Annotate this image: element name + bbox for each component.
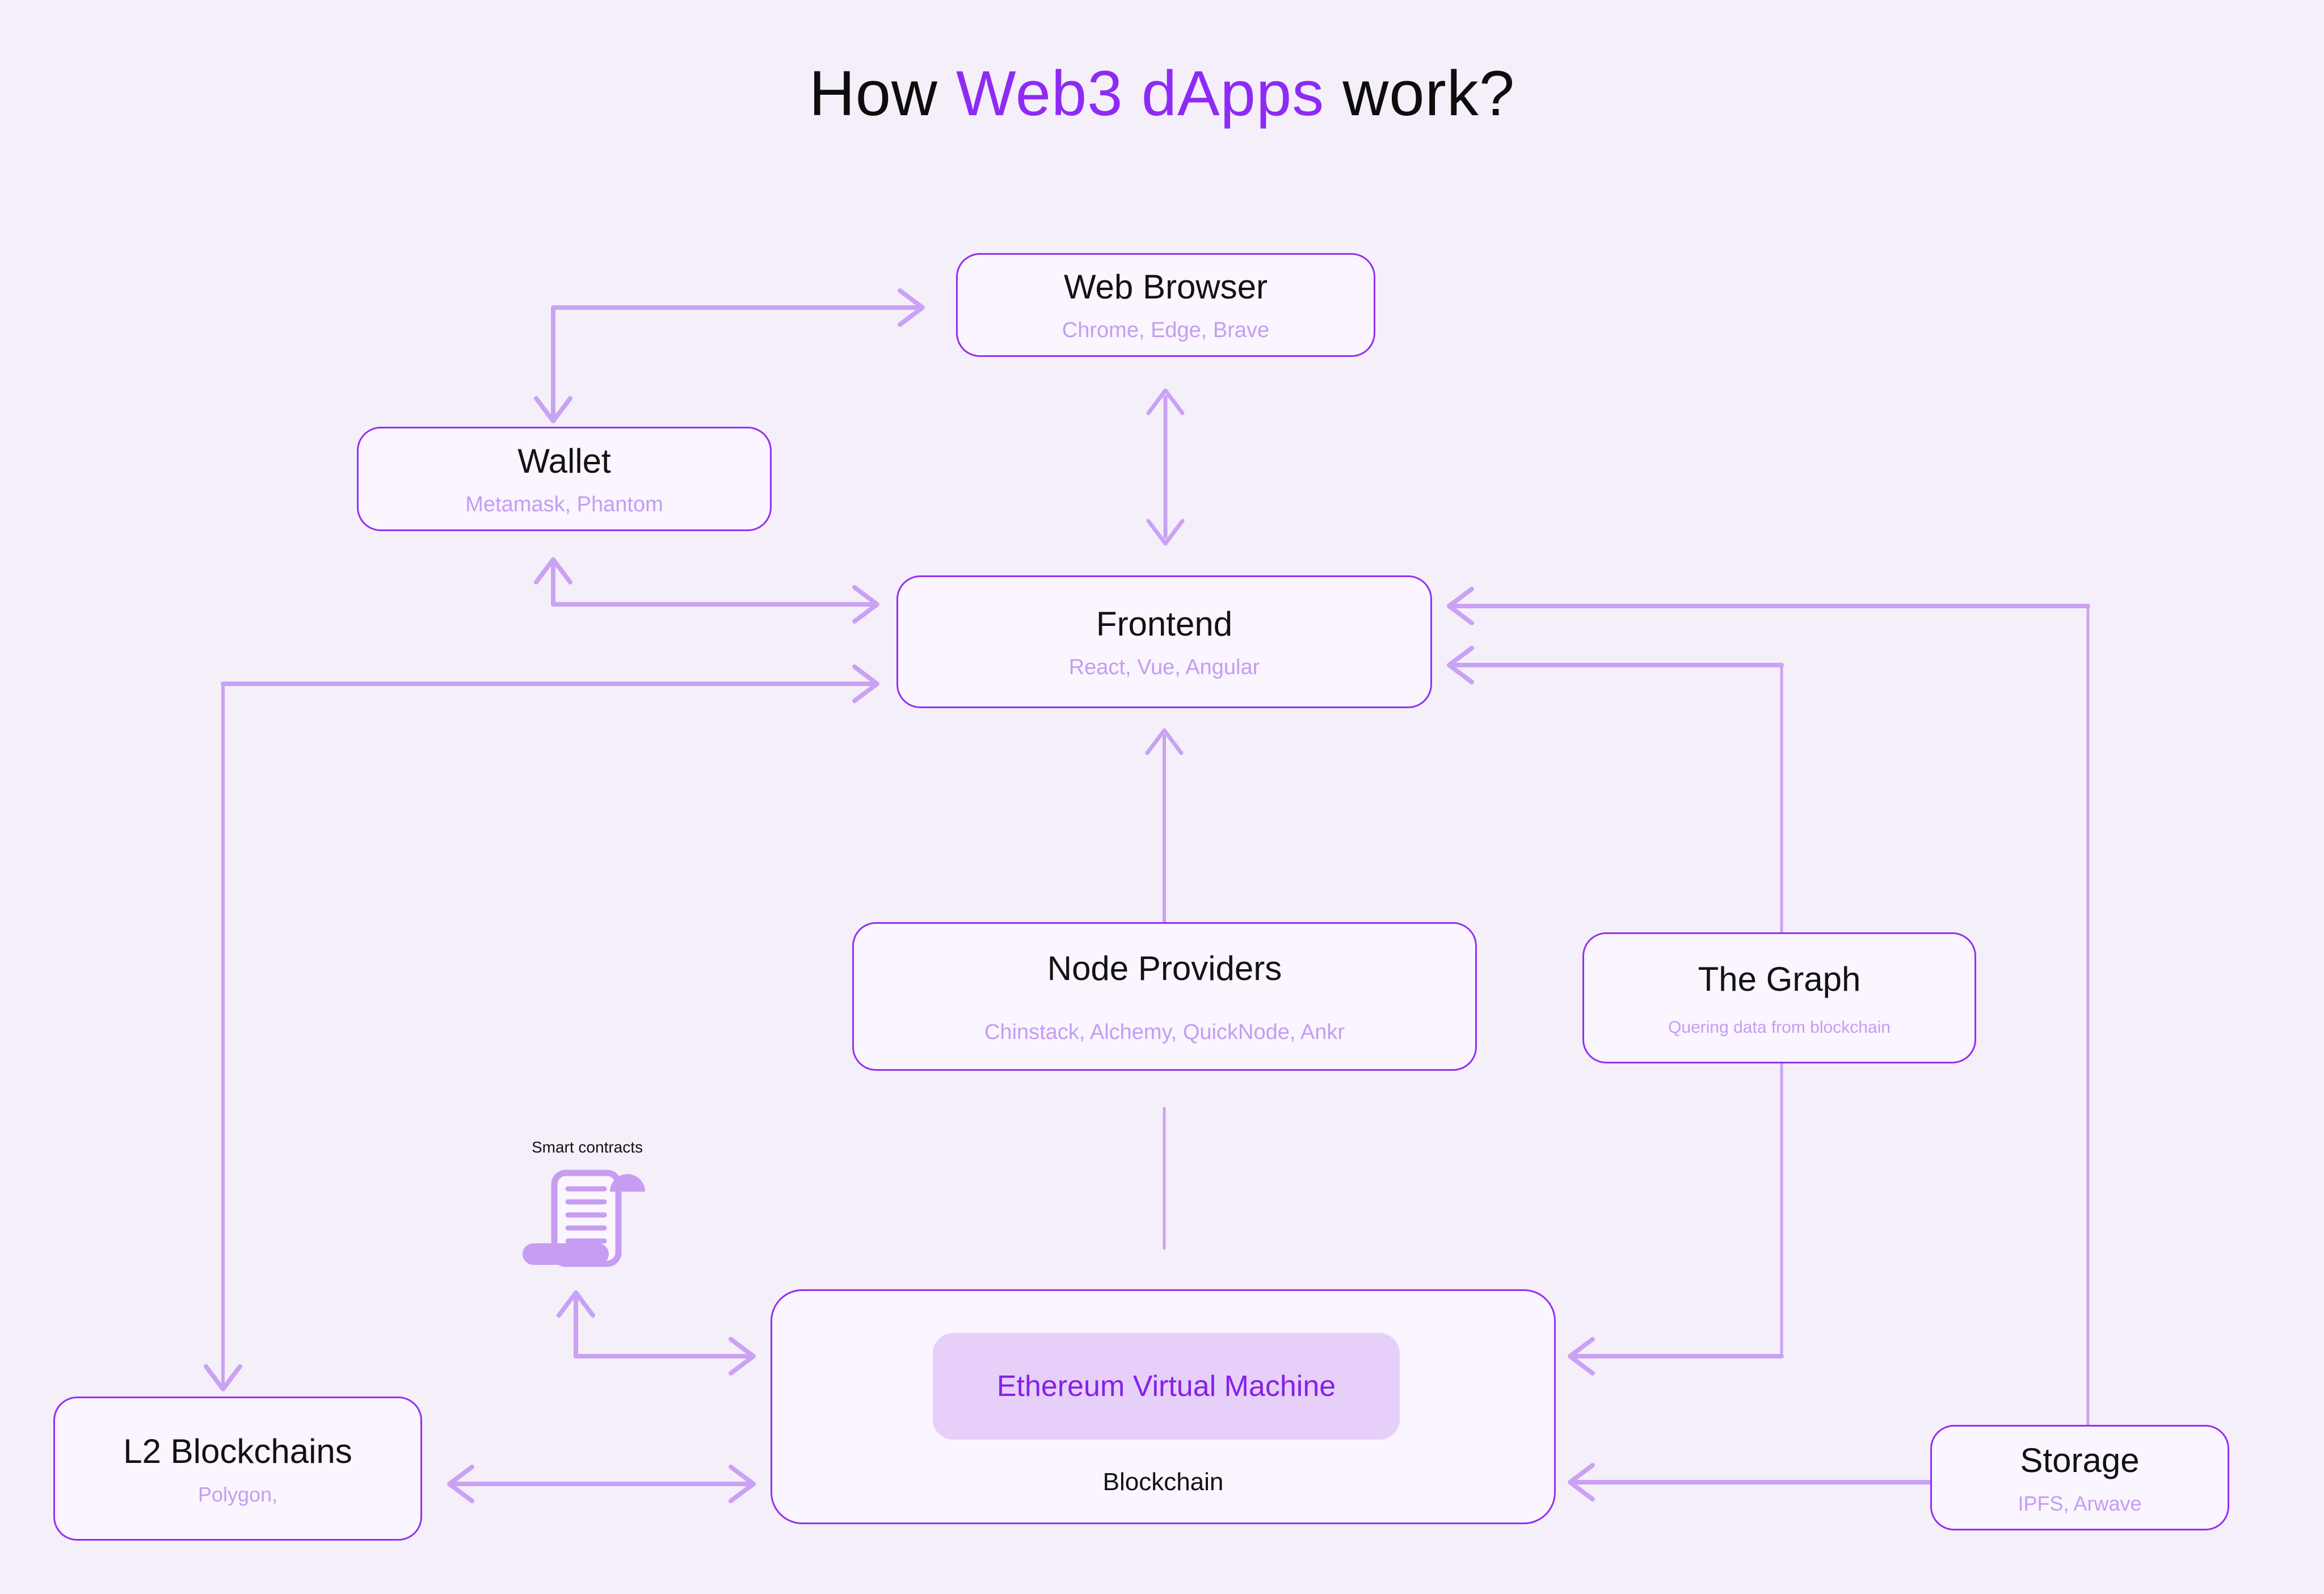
the-graph-subtitle: Quering data from blockchain bbox=[1668, 1017, 1891, 1037]
node-node-providers: Node Providers Chinstack, Alchemy, Quick… bbox=[852, 922, 1477, 1071]
wallet-subtitle: Metamask, Phantom bbox=[465, 492, 663, 516]
frontend-title: Frontend bbox=[1096, 604, 1233, 643]
edge-storage-frontend bbox=[1447, 587, 2090, 1427]
edge-the-graph-blockchain bbox=[1568, 1062, 1784, 1376]
blockchain-title: Blockchain bbox=[1102, 1468, 1224, 1496]
frontend-subtitle: React, Vue, Angular bbox=[1068, 655, 1260, 679]
page-title-highlight: Web3 dApps bbox=[956, 58, 1325, 129]
page-title: How Web3 dApps work? bbox=[0, 57, 2324, 130]
edge-l2-frontend bbox=[204, 664, 879, 1391]
l2-blockchains-subtitle: Polygon, bbox=[197, 1482, 278, 1506]
edge-storage-blockchain bbox=[1568, 1463, 1933, 1502]
edge-node-providers-frontend bbox=[1145, 728, 1184, 924]
storage-title: Storage bbox=[2020, 1441, 2140, 1479]
node-providers-subtitle: Chinstack, Alchemy, QuickNode, Ankr bbox=[984, 1020, 1345, 1044]
edge-wallet-web-browser bbox=[534, 288, 925, 423]
edge-blockchain-smart-contracts bbox=[557, 1290, 756, 1376]
node-providers-title: Node Providers bbox=[1047, 949, 1282, 987]
page-title-suffix: work? bbox=[1324, 58, 1515, 129]
node-storage: Storage IPFS, Arwave bbox=[1930, 1425, 2229, 1530]
node-blockchain: Ethereum Virtual Machine Blockchain bbox=[771, 1289, 1556, 1524]
smart-contracts-label: Smart contracts bbox=[531, 1138, 643, 1156]
node-l2-blockchains: L2 Blockchains Polygon, bbox=[53, 1397, 422, 1541]
web-browser-subtitle: Chrome, Edge, Brave bbox=[1062, 318, 1270, 343]
edge-l2-blockchain bbox=[447, 1465, 756, 1503]
edge-wallet-frontend bbox=[534, 557, 879, 624]
l2-blockchains-title: L2 Blockchains bbox=[123, 1432, 352, 1470]
node-the-graph: The Graph Quering data from blockchain bbox=[1582, 932, 1976, 1063]
evm-badge: Ethereum Virtual Machine bbox=[933, 1333, 1400, 1440]
node-web-browser: Web Browser Chrome, Edge, Brave bbox=[956, 253, 1375, 357]
the-graph-title: The Graph bbox=[1698, 960, 1861, 998]
wallet-title: Wallet bbox=[517, 441, 611, 480]
edge-the-graph-frontend bbox=[1447, 646, 1784, 934]
node-wallet: Wallet Metamask, Phantom bbox=[357, 427, 772, 531]
node-frontend: Frontend React, Vue, Angular bbox=[896, 575, 1432, 708]
storage-subtitle: IPFS, Arwave bbox=[2018, 1491, 2142, 1515]
smart-contract-scroll-icon bbox=[523, 1170, 645, 1267]
page-title-prefix: How bbox=[809, 58, 957, 129]
web-browser-title: Web Browser bbox=[1063, 268, 1268, 306]
edge-web-browser-frontend bbox=[1146, 388, 1185, 546]
